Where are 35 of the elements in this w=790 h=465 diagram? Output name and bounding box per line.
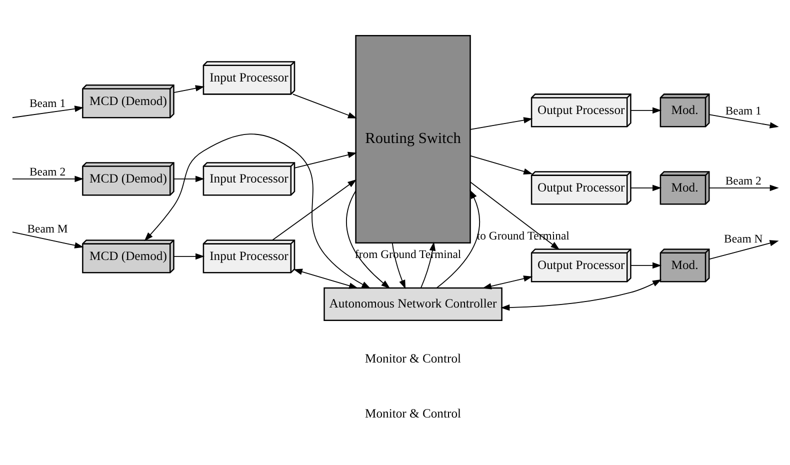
edge-label: Beam 2 <box>29 165 66 178</box>
arrow <box>630 106 662 114</box>
arrow <box>420 241 436 288</box>
arrow <box>436 189 480 288</box>
arrow <box>293 268 358 288</box>
arrow <box>173 252 205 260</box>
edge-label: Beam 1 <box>725 104 762 117</box>
arrow <box>482 275 533 289</box>
edge-label: Beam 1 <box>29 96 66 110</box>
arrow <box>294 151 357 168</box>
arrow <box>630 262 662 268</box>
node-box: Routing Switch <box>355 34 471 244</box>
arrow <box>12 175 84 182</box>
arrow <box>708 114 779 128</box>
arrow <box>470 154 533 174</box>
arrow <box>392 242 406 289</box>
edge-label: Beam 2 <box>725 174 762 188</box>
arrow <box>144 133 371 288</box>
edge-label: Beam M <box>27 222 68 235</box>
arrow <box>173 84 205 93</box>
arrow <box>12 231 84 248</box>
arrow <box>272 178 357 240</box>
arrow <box>470 116 533 130</box>
arrow <box>346 190 390 288</box>
label: Monitor & Control <box>365 351 462 366</box>
arrow <box>630 184 662 191</box>
arrow <box>12 105 84 118</box>
arrow <box>173 175 205 182</box>
label: Monitor & Control <box>365 406 462 420</box>
node-box: Autonomous Network Controller <box>324 286 502 321</box>
edge-label: Beam N <box>724 232 763 245</box>
arrow <box>708 184 779 191</box>
arrow <box>292 93 357 118</box>
arrow <box>708 240 779 260</box>
arrow <box>500 278 662 310</box>
